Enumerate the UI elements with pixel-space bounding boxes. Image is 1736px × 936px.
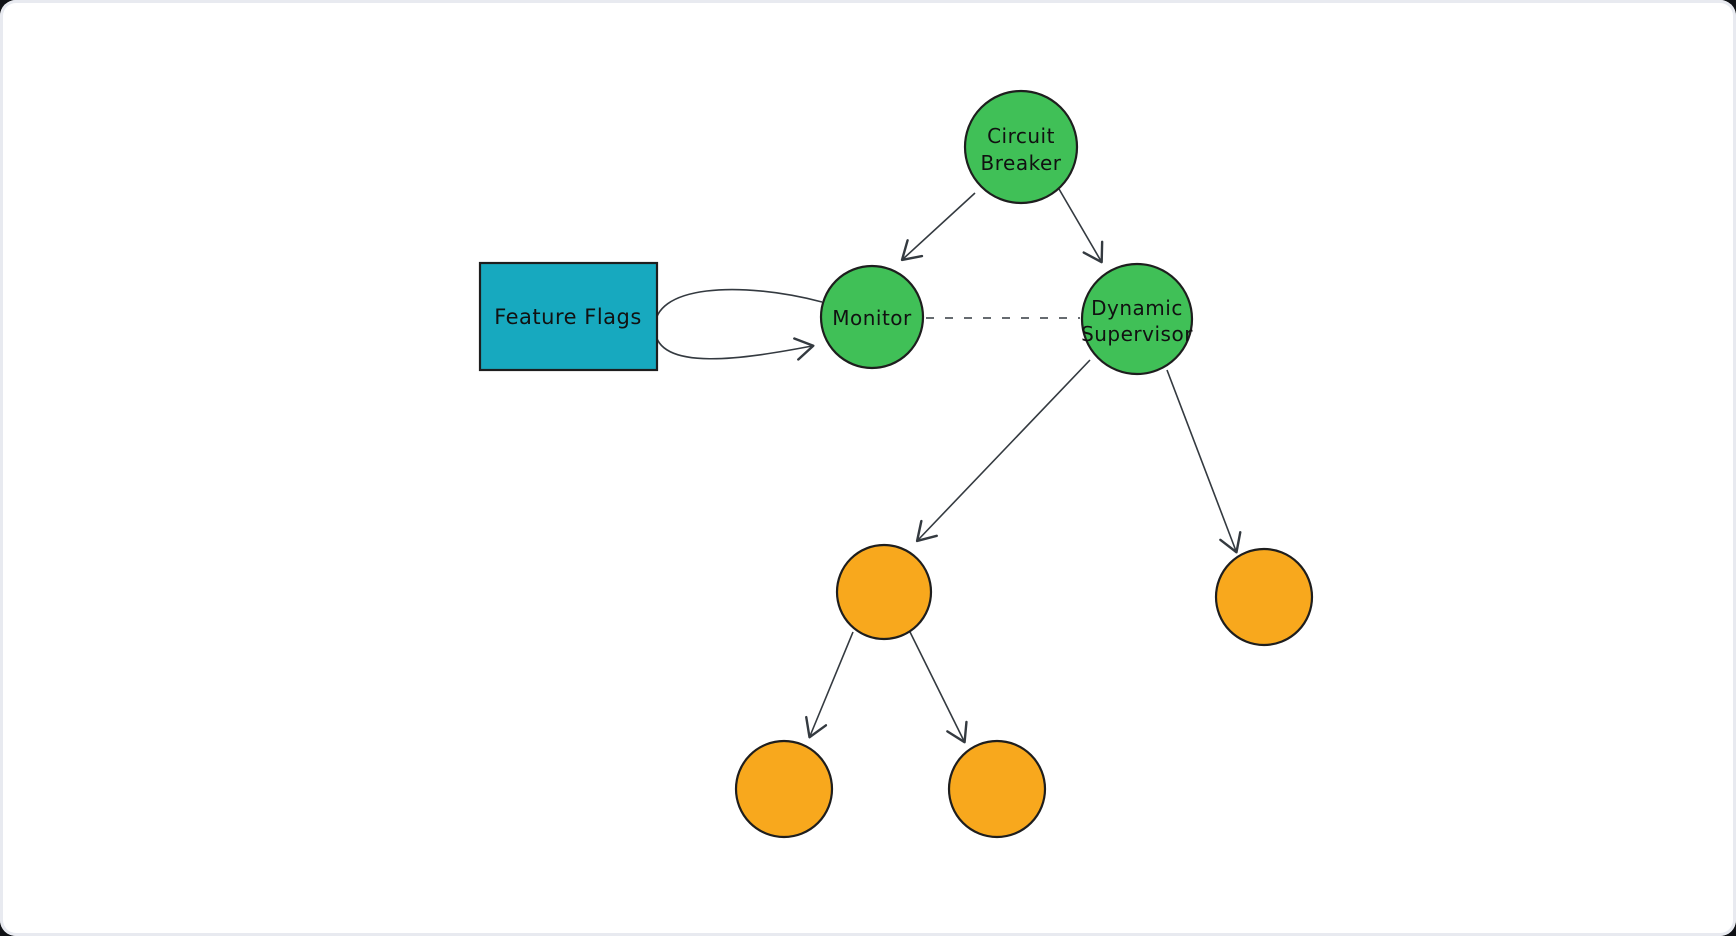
- worker-child-right-circle[interactable]: [947, 739, 1047, 839]
- monitor-label: Monitor: [832, 306, 912, 330]
- node-monitor[interactable]: Monitor: [819, 264, 925, 370]
- node-circuit-breaker[interactable]: Circuit Breaker: [963, 89, 1079, 205]
- feature-flags-rect[interactable]: [478, 261, 659, 372]
- node-worker-child-right[interactable]: [947, 739, 1047, 839]
- node-worker-child-left[interactable]: [734, 739, 834, 839]
- feature-flags-label: Feature Flags: [494, 305, 642, 329]
- worker-child-left-circle[interactable]: [734, 739, 834, 839]
- dynamic-supervisor-label-line2: Supervisor: [1081, 322, 1193, 346]
- edge-feature-flags-loop-to-monitor: [654, 288, 823, 361]
- edge-worker-left-to-child-right: [909, 631, 968, 744]
- node-worker-left[interactable]: [835, 543, 933, 641]
- edge-dynamic-supervisor-to-worker-left: [915, 359, 1091, 543]
- edge-worker-left-to-child-left: [805, 631, 854, 739]
- dynamic-supervisor-circle[interactable]: [1080, 262, 1194, 376]
- edge-dynamic-supervisor-to-worker-right: [1166, 369, 1242, 554]
- edge-circuit-breaker-to-dynamic-supervisor: [1058, 188, 1104, 264]
- node-dynamic-supervisor[interactable]: Dynamic Supervisor: [1080, 262, 1194, 376]
- circuit-breaker-circle[interactable]: [963, 89, 1079, 205]
- worker-left-circle[interactable]: [835, 543, 933, 641]
- monitor-circle[interactable]: [819, 264, 925, 370]
- circuit-breaker-label-line1: Circuit: [987, 124, 1055, 148]
- edge-circuit-breaker-to-monitor: [900, 192, 976, 262]
- dynamic-supervisor-label-line1: Dynamic: [1091, 296, 1183, 320]
- circuit-breaker-label-line2: Breaker: [981, 151, 1062, 175]
- worker-right-circle[interactable]: [1214, 547, 1314, 647]
- node-feature-flags[interactable]: Feature Flags: [478, 261, 659, 372]
- node-worker-right[interactable]: [1214, 547, 1314, 647]
